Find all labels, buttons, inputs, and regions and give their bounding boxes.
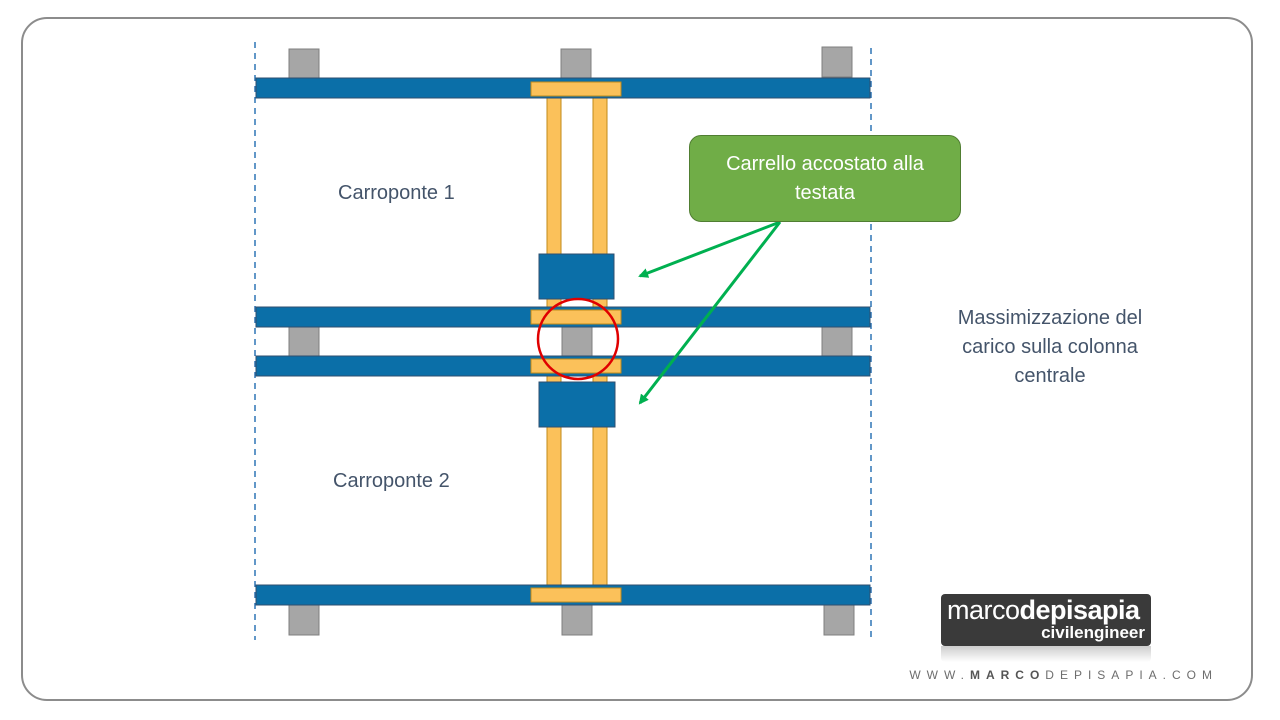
column-top-center: [560, 48, 592, 80]
website-url: WWW.MARCODEPISAPIA.COM: [909, 668, 1218, 682]
column-middle-center: [561, 325, 593, 357]
website-part-1: WWW.: [909, 668, 970, 682]
column-middle-right: [821, 325, 853, 357]
trolley-callout-box: Carrello accostato alla testata: [689, 135, 961, 222]
callout-line-1: Carrello accostato alla: [726, 152, 924, 175]
callout-arrow-to-trolley-1: [638, 220, 781, 278]
crane-1-end-carriage-top: [530, 81, 622, 97]
logo-name: marcodepisapia: [947, 595, 1140, 626]
logo-reflection: [941, 646, 1151, 662]
logo-name-part-1: marco: [947, 595, 1020, 625]
column-top-left: [288, 48, 320, 80]
crane-2-end-carriage-bottom: [530, 587, 622, 603]
logo-name-part-2: depisapia: [1019, 595, 1141, 625]
crane-2-label: Carroponte 2: [333, 470, 450, 492]
column-middle-left: [288, 325, 320, 357]
crane-1-label: Carroponte 1: [338, 182, 455, 204]
author-logo: marcodepisapia civilengineer: [941, 594, 1151, 646]
note-line-1: Massimizzazione del: [957, 307, 1143, 329]
max-load-note: Massimizzazione del carico sulla colonna…: [940, 304, 1160, 391]
logo-subtitle: civilengineer: [1041, 623, 1145, 642]
column-bottom-center: [561, 604, 593, 636]
note-line-2: carico sulla colonna: [962, 336, 1138, 358]
callout-line-2: testata: [794, 181, 856, 204]
column-bottom-left: [288, 604, 320, 636]
website-part-3: DEPISAPIA: [1045, 668, 1163, 682]
crane-2-trolley: [538, 381, 616, 428]
callout-arrow-to-trolley-2: [638, 221, 782, 405]
website-part-4: .COM: [1162, 668, 1218, 682]
column-top-right: [821, 46, 853, 78]
crane-1-trolley: [538, 253, 615, 300]
central-column-highlight-circle: [536, 297, 620, 381]
note-line-3: centrale: [1014, 365, 1086, 387]
crane-1-end-carriage-bottom: [530, 309, 622, 325]
website-part-2: MARCO: [969, 668, 1046, 682]
column-bottom-right: [823, 604, 855, 636]
